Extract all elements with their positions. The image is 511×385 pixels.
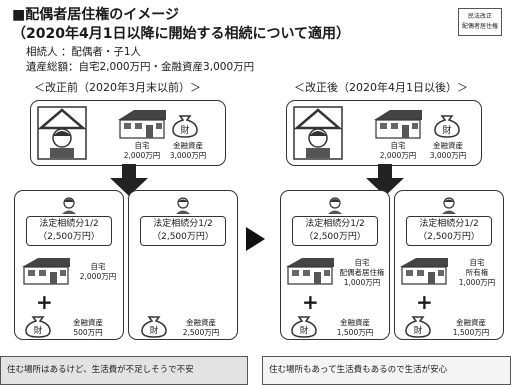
before-home-caption: 自宅 2,000万円 [123,141,161,160]
before-title: ＜改正前（2020年3月末以前）＞ [34,81,201,94]
after-child-assets-caption: 金融資産 1,500万円 [452,318,490,337]
after-child-home-caption: 自宅 所有権 1,000万円 [458,258,496,287]
svg-text:財: 財 [34,325,43,336]
svg-text:財: 財 [414,325,423,336]
down-arrow-icon [110,164,148,196]
money-bag-icon: 財 [291,316,317,338]
before-spouse-assets-caption: 金融資産 500万円 [73,318,103,337]
deceased-portrait-icon [293,106,343,160]
plus-icon: + [302,290,319,314]
house-icon [118,110,166,139]
before-spouse-share: 法定相続分1/2 （2,500万円） [26,216,112,246]
page-subtitle: （2020年4月1日以降に開始する相続について適用） [12,26,351,42]
before-assets-caption: 金融資産 3,000万円 [169,141,207,160]
house-icon [374,110,422,139]
before-spouse-home-caption: 自宅 2,000万円 [79,262,117,281]
child-avatar-icon [442,197,456,214]
after-child-share: 法定相続分1/2 （2,500万円） [406,216,492,246]
before-child-share: 法定相続分1/2 （2,500万円） [140,216,226,246]
heirs-line: 相続人 ：配偶者・子1人 [26,46,142,58]
after-assets-caption: 金融資産 3,000万円 [429,141,467,160]
money-bag-icon: 財 [141,316,167,338]
page-title: ■配偶者居住権のイメージ [12,7,179,23]
money-bag-icon: 財 [25,316,51,338]
house-icon [286,258,334,285]
before-child-box [128,190,238,340]
spouse-avatar-icon [62,197,76,214]
svg-text:財: 財 [180,124,189,136]
deceased-portrait-icon [37,106,87,160]
svg-text:財: 財 [442,124,451,136]
after-title: ＜改正後（2020年4月1日以後）＞ [294,81,468,94]
spouse-avatar-icon [328,197,342,214]
house-icon [400,258,448,285]
money-bag-icon: 財 [405,316,431,338]
before-note: 住む場所はあるけど、生活費が不足しそうで不安 [0,356,248,385]
down-arrow-icon [366,164,404,196]
after-spouse-share: 法定相続分1/2 （2,500万円） [292,216,378,246]
money-bag-icon: 財 [172,115,198,138]
after-spouse-assets-caption: 金融資産 1,500万円 [336,318,374,337]
money-bag-icon: 財 [434,115,460,138]
topic-stamp: 民法改正 配偶者居住権 [458,8,502,36]
after-spouse-home-caption: 自宅 配偶者居住権 1,000万円 [339,258,385,287]
house-icon [22,258,70,285]
svg-text:財: 財 [300,325,309,336]
after-home-caption: 自宅 2,000万円 [379,141,417,160]
after-note: 住む場所もあって生活費もあるので生活が安心 [262,356,511,385]
plus-icon: + [416,290,433,314]
estate-line: 遺産総額：自宅2,000万円・金融資産3,000万円 [26,61,255,73]
plus-icon: + [36,290,53,314]
before-child-assets-caption: 金融資産 2,500万円 [182,318,220,337]
right-arrow-icon [246,227,265,251]
child-avatar-icon [176,197,190,214]
svg-text:財: 財 [150,325,159,336]
